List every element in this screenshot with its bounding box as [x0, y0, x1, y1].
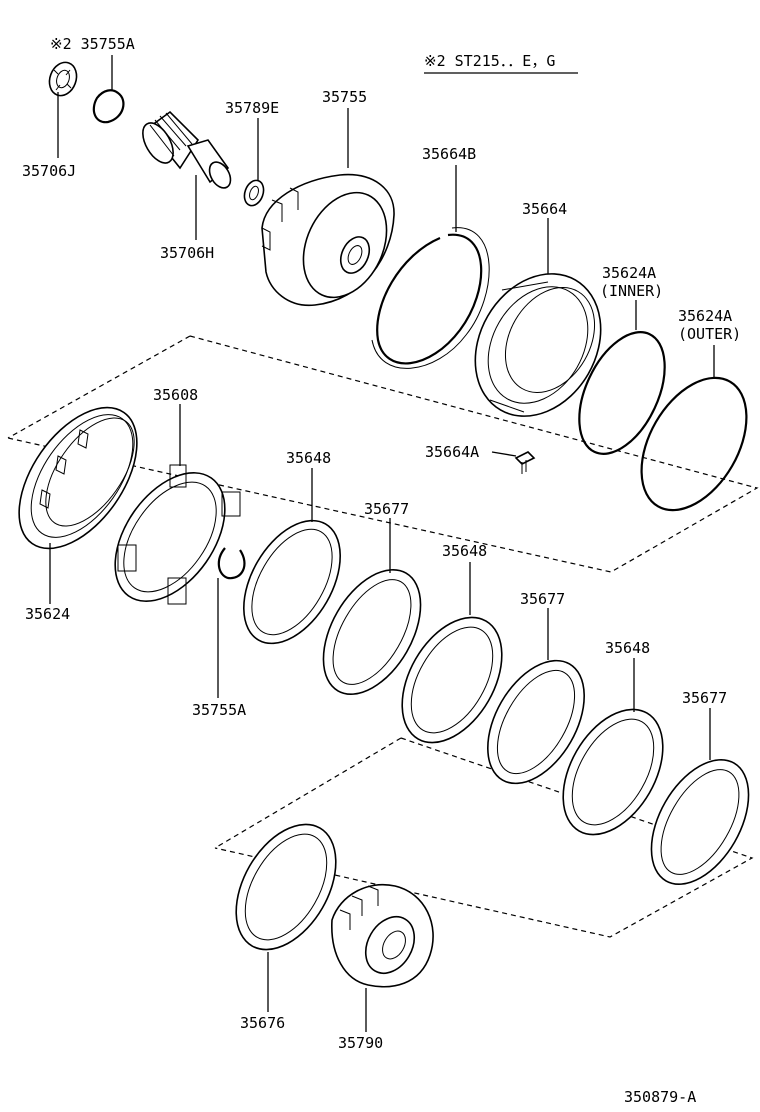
flange-plate-35676[interactable] [216, 807, 357, 967]
seal-ring-35624a-inner[interactable] [562, 319, 682, 467]
label-35676: 35676 [240, 1014, 285, 1032]
clutch-plate-35648-1[interactable] [224, 504, 360, 660]
snap-ring-35664b[interactable] [371, 227, 490, 369]
bolt-35664a[interactable] [514, 451, 536, 474]
label-35624: 35624 [25, 605, 70, 623]
seal-ring-35624a-outer[interactable] [620, 360, 760, 529]
label-35706h: 35706H [160, 244, 214, 262]
clutch-plate-35648-3[interactable] [543, 692, 684, 852]
spring-retainer-35608[interactable] [93, 453, 248, 621]
label-35624a-inner: 35624A [602, 264, 656, 282]
label-35677-1: 35677 [364, 500, 409, 518]
diagram-code: 350879-A [624, 1088, 696, 1106]
label-35664: 35664 [522, 200, 567, 218]
leader-lines [49, 55, 715, 1032]
assembly-boundary-lower [214, 737, 754, 938]
piston-35664[interactable] [450, 251, 625, 439]
label-35706j: 35706J [22, 162, 76, 180]
clutch-disc-35677-1[interactable] [303, 553, 440, 711]
label-35790: 35790 [338, 1034, 383, 1052]
assembly-boundary-upper [7, 335, 759, 573]
label-35664b: 35664B [422, 145, 476, 163]
applicability-note: ※2 ST215．．E，G [424, 52, 555, 70]
label-35755: 35755 [322, 88, 367, 106]
shaft-35706h[interactable] [137, 110, 235, 192]
clutch-disc-35677-3[interactable] [631, 743, 760, 901]
clutch-plate-35648-2[interactable] [382, 600, 523, 760]
label-35624a-outer-sub: (OUTER) [678, 325, 741, 343]
label-35648-3: 35648 [605, 639, 650, 657]
snap-ring-35755a-top[interactable] [92, 89, 125, 124]
label-35664a: 35664A [425, 443, 479, 461]
hub-35790[interactable] [331, 884, 434, 988]
cylinder-35624[interactable] [0, 387, 161, 570]
drum-35755[interactable] [261, 173, 403, 311]
label-35789e: 35789E [225, 99, 279, 117]
snap-ring-35755a[interactable] [217, 547, 246, 580]
label-35648-2: 35648 [442, 542, 487, 560]
thrust-bearing-35706j[interactable] [45, 59, 81, 100]
label-35755a-top: ※2 35755A [50, 35, 135, 53]
label-35755a: 35755A [192, 701, 246, 719]
label-35677-3: 35677 [682, 689, 727, 707]
label-35648-1: 35648 [286, 449, 331, 467]
label-35624a-outer: 35624A [678, 307, 732, 325]
label-35608: 35608 [153, 386, 198, 404]
label-35624a-inner-sub: (INNER) [600, 282, 663, 300]
clutch-disc-35677-2[interactable] [468, 644, 604, 800]
label-35677-2: 35677 [520, 590, 565, 608]
washer-35789e[interactable] [241, 178, 267, 209]
